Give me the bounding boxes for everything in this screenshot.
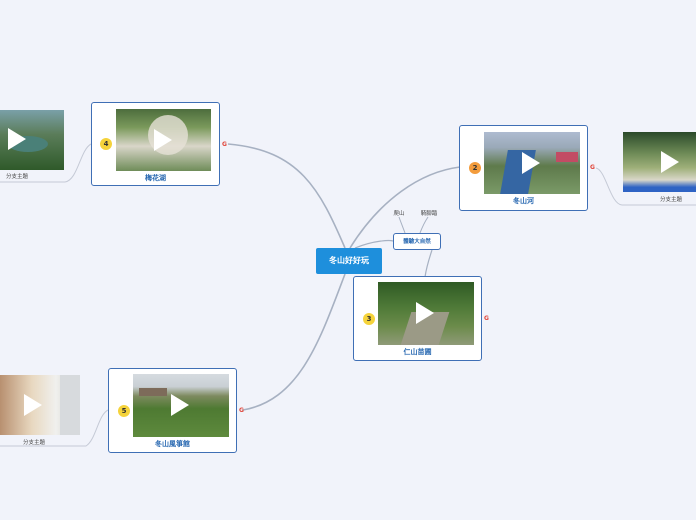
play-icon[interactable]: [416, 302, 434, 324]
link-icon[interactable]: G: [590, 164, 595, 171]
branch-thumbnail-plum[interactable]: [0, 110, 64, 170]
topic-thumbnail[interactable]: [133, 374, 229, 437]
topic-node-kite[interactable]: 5 冬山風箏館: [108, 368, 237, 453]
play-icon[interactable]: [171, 394, 189, 416]
link-experience-nursery: [424, 249, 433, 278]
link-central-river: [349, 166, 461, 249]
number-badge: 2: [469, 162, 481, 174]
link-plum-branch: [0, 143, 92, 183]
topic-title: 冬山風箏館: [155, 440, 190, 448]
topic-thumbnail[interactable]: [378, 282, 474, 345]
link-kite-branch: [0, 409, 109, 447]
number-badge: 3: [363, 313, 375, 325]
play-icon[interactable]: [24, 394, 42, 416]
number-badge: 4: [100, 138, 112, 150]
topic-title: 冬山河: [513, 197, 534, 205]
branch-label: 分支主題: [22, 440, 45, 446]
play-icon[interactable]: [8, 128, 26, 150]
central-topic[interactable]: 冬山好好玩: [316, 248, 382, 274]
topic-thumbnail[interactable]: [484, 132, 580, 194]
topic-title: 仁山苗圃: [403, 348, 432, 356]
play-icon[interactable]: [522, 152, 540, 174]
topic-node-river[interactable]: 2 冬山河: [459, 125, 588, 211]
branch-thumbnail-kite[interactable]: [0, 375, 80, 435]
subtopic-climb[interactable]: 爬山: [393, 211, 405, 217]
subtopic-experience-nature[interactable]: 體驗大自然: [393, 233, 441, 250]
link-icon[interactable]: G: [239, 407, 244, 414]
link-icon[interactable]: G: [222, 141, 227, 148]
play-icon[interactable]: [661, 151, 679, 173]
link-river-branch: [595, 167, 696, 206]
link-experience-bike: [419, 216, 429, 234]
link-central-nursery: [354, 239, 394, 249]
subtopic-bike[interactable]: 騎腳踏: [420, 211, 438, 217]
link-central-kite: [242, 273, 346, 411]
topic-thumbnail[interactable]: [116, 109, 211, 171]
link-icon[interactable]: G: [484, 315, 489, 322]
topic-node-plum[interactable]: 4 梅花湖: [91, 102, 220, 186]
branch-thumbnail-river[interactable]: [623, 132, 696, 192]
link-experience-climb: [398, 216, 406, 234]
play-icon[interactable]: [154, 129, 172, 151]
branch-label: 分支主題: [5, 174, 28, 180]
topic-title: 梅花湖: [145, 174, 166, 182]
number-badge: 5: [118, 405, 130, 417]
topic-node-nursery[interactable]: 3 仁山苗圃: [353, 276, 482, 361]
link-central-plum: [227, 143, 346, 249]
branch-label: 分支主題: [659, 197, 682, 203]
